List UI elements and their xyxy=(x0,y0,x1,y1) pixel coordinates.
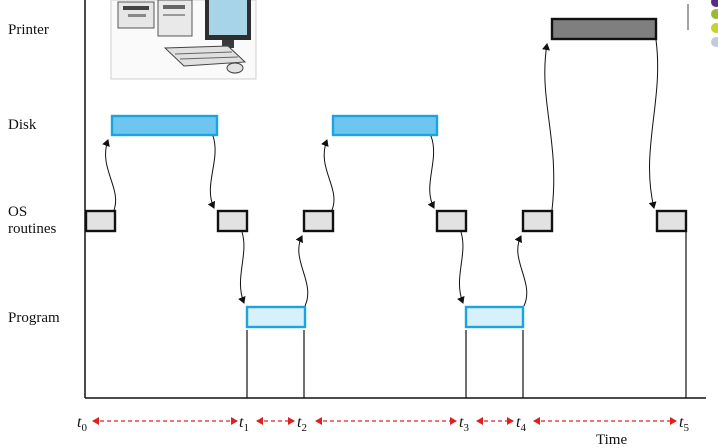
os-box-2 xyxy=(216,209,249,233)
arrow-prog2-to-os5 xyxy=(514,235,528,307)
arrow-os5-to-printer xyxy=(542,43,555,211)
decor-dot-4 xyxy=(711,37,718,47)
computer-illustration xyxy=(110,0,257,80)
tick-label-t2: t2 xyxy=(297,414,307,434)
decor-dot-1 xyxy=(711,0,718,7)
os-box-1 xyxy=(84,209,117,233)
arrow-prog1-to-os3 xyxy=(295,235,309,307)
arrow-disk2-to-os4 xyxy=(427,135,435,209)
tick-label-t5: t5 xyxy=(679,414,689,434)
decor-dot-3 xyxy=(711,23,718,33)
arrow-printer-to-os6 xyxy=(648,39,659,209)
tick-label-t3: t3 xyxy=(459,414,469,434)
row-label-program: Program xyxy=(8,310,60,326)
time-tick-labels: t0 t1 t2 t3 t4 t5 xyxy=(77,414,689,434)
decorative-dots xyxy=(687,0,718,47)
row-label-printer: Printer xyxy=(8,22,49,38)
os-box-4 xyxy=(435,209,468,233)
tick-label-t0: t0 xyxy=(77,414,87,434)
os-box-3 xyxy=(302,209,335,233)
transition-arrows xyxy=(102,39,659,307)
program-bar-1 xyxy=(245,305,307,329)
arrow-os3-to-disk2 xyxy=(321,139,335,211)
os-box-6 xyxy=(655,209,688,233)
arrow-os4-to-prog2 xyxy=(457,231,465,304)
row-label-disk: Disk xyxy=(8,117,37,133)
row-label-os-line2: routines xyxy=(8,221,57,237)
row-label-os-line1: OS xyxy=(8,204,28,220)
disk-bar-2 xyxy=(331,114,439,137)
time-axis-label: Time xyxy=(596,432,627,448)
program-bar-2 xyxy=(464,305,525,329)
tick-label-t4: t4 xyxy=(516,414,526,434)
arrow-os1-to-disk1 xyxy=(102,139,117,211)
decor-dot-2 xyxy=(711,9,718,19)
arrow-disk1-to-os2 xyxy=(207,135,216,209)
os-box-5 xyxy=(521,209,554,233)
arrow-os2-to-prog1 xyxy=(238,231,246,304)
printer-bar xyxy=(550,17,658,41)
disk-bar-1 xyxy=(110,114,219,137)
tick-label-t1: t1 xyxy=(239,414,249,434)
